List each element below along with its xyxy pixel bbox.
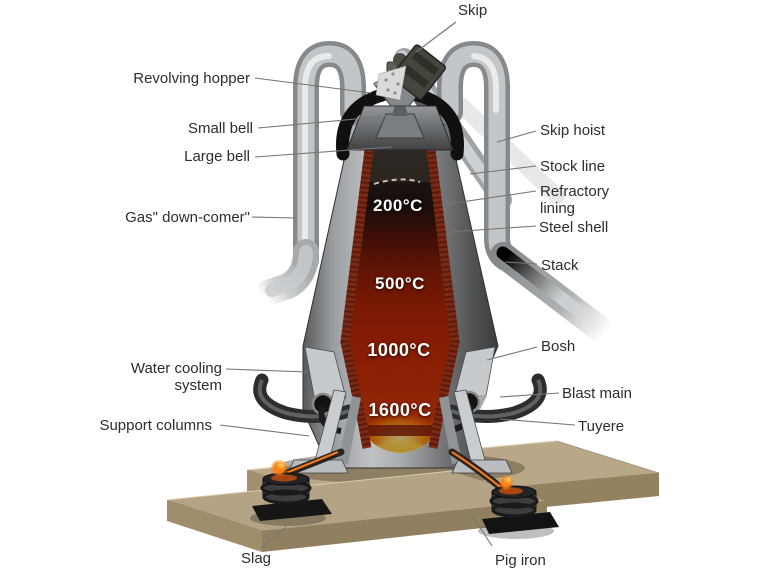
stock-line-mark [373, 178, 421, 185]
leader-steel-shell [449, 225, 537, 233]
gas-downcomer-pipe-right [437, 40, 613, 342]
leader-stack [504, 261, 538, 265]
label-bosh: Bosh [541, 338, 576, 355]
label-support-columns: Support columns [99, 417, 212, 434]
leader-skip [415, 21, 457, 53]
pig-iron-ladle [489, 477, 539, 519]
label-revolving-hopper: Revolving hopper [133, 70, 250, 87]
leader-stock-line [469, 165, 537, 175]
runners-and-ladles [250, 448, 559, 539]
leader-revolving-hopper [254, 77, 372, 94]
refractory-lining-strips [340, 141, 460, 449]
label-stock-line: Stock line [540, 158, 606, 175]
temperature-zone-200: 200°C [373, 196, 423, 215]
leader-bosh [486, 346, 538, 361]
furnace-body [302, 123, 499, 469]
leader-refractory-lining [447, 190, 537, 205]
ore-spill [375, 65, 407, 101]
label-skip-hoist: Skip hoist [540, 122, 606, 139]
skip-cart [391, 44, 447, 100]
label-tuyere: Tuyere [578, 418, 625, 435]
leader-large-bell [254, 146, 393, 158]
temperature-zone-1000: 1000°C [367, 340, 431, 360]
label-blast-main: Blast main [562, 385, 633, 402]
label-water-cooling-system: Water cooling system [130, 360, 222, 395]
gas-downcomer-pipes [255, 40, 613, 342]
temperature-zone-1600: 1600°C [368, 400, 432, 420]
label-large-bell: Large bell [184, 148, 250, 165]
leader-support-columns [219, 424, 310, 437]
leader-pig-iron [471, 514, 493, 547]
label-small-bell: Small bell [187, 120, 253, 137]
leader-skip-hoist [496, 130, 537, 143]
large-bell-cone-right [411, 88, 464, 161]
label-skip: Skip [458, 2, 488, 19]
label-pig-iron: Pig iron [495, 552, 546, 569]
label-steel-shell: Steel shell [539, 219, 609, 236]
slag-ladle [260, 461, 312, 506]
leader-gas-downcomer [251, 216, 297, 219]
leader-slag [260, 526, 287, 549]
leader-lines [219, 21, 576, 549]
label-stack: Stack [541, 257, 579, 274]
large-bell-cone-left [336, 88, 389, 161]
label-slag: Slag [241, 550, 272, 567]
temperature-zone-500: 500°C [375, 274, 425, 293]
leader-small-bell [257, 115, 389, 129]
leader-blast-main [499, 392, 560, 398]
label-gas-downcomer: Gas" down-comer" [125, 209, 250, 226]
leader-tuyere [499, 418, 576, 426]
label-refractory-lining: Refractory lining [540, 183, 610, 218]
gas-downcomer-pipe-left [255, 40, 366, 306]
leader-water-cooling [225, 368, 309, 373]
